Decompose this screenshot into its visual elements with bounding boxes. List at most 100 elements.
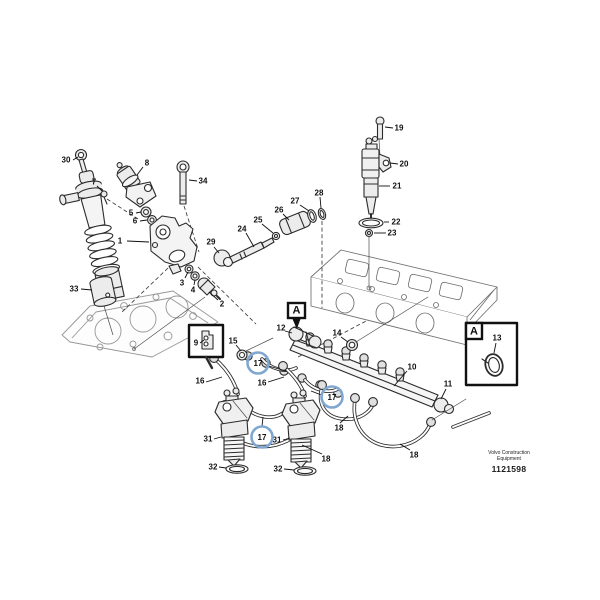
- leader-line-24: [245, 232, 255, 248]
- callout-3[interactable]: 3: [180, 279, 185, 288]
- leader-line-5: [135, 211, 142, 214]
- leader-line-32: [218, 466, 227, 469]
- callout-24[interactable]: 24: [238, 225, 247, 234]
- callout-15[interactable]: 15: [229, 337, 238, 346]
- highlight-ring-17[interactable]: [246, 351, 270, 375]
- callout-23[interactable]: 23: [388, 229, 397, 238]
- callout-22[interactable]: 22: [392, 218, 401, 227]
- detail-view-a: [464, 321, 519, 387]
- clamp-12-drawing: [288, 326, 322, 349]
- leader-line-2: [208, 291, 219, 301]
- callout-28[interactable]: 28: [315, 189, 324, 198]
- leader-line-25: [261, 223, 274, 234]
- watermark: Volvo Construction Equipment 1121598: [469, 450, 549, 474]
- callout-16[interactable]: 16: [258, 379, 267, 388]
- shaft-assembly-drawing: [213, 208, 327, 268]
- callout-17[interactable]: 17: [328, 393, 337, 402]
- leader-line-17: [310, 390, 322, 396]
- leader-line-31: [213, 436, 222, 440]
- view-marker-A: A: [470, 326, 478, 338]
- leader-line-14: [340, 336, 349, 343]
- valve-8-drawing: [116, 162, 157, 225]
- drawing-number: 1121598: [491, 464, 527, 474]
- callout-26[interactable]: 26: [275, 206, 284, 215]
- callout-13[interactable]: 13: [493, 334, 502, 343]
- callout-14[interactable]: 14: [333, 329, 342, 338]
- leader-line-18: [339, 415, 349, 424]
- callout-25[interactable]: 25: [254, 216, 263, 225]
- leader-line-11: [440, 388, 447, 400]
- callout-10[interactable]: 10: [408, 363, 417, 372]
- leader-line-16: [267, 376, 285, 383]
- callout-8[interactable]: 8: [145, 159, 150, 168]
- callout-20[interactable]: 20: [400, 160, 409, 169]
- callout-18[interactable]: 18: [322, 455, 331, 464]
- leader-line-31: [282, 437, 291, 441]
- leader-line-10: [393, 370, 408, 387]
- injector-upper-drawing: [358, 116, 392, 289]
- leader-line-30: [72, 156, 79, 161]
- callout-32[interactable]: 32: [209, 463, 218, 472]
- leader-line-33: [80, 288, 93, 291]
- watermark-brand-line1: Volvo Construction: [488, 450, 530, 456]
- leader-line-28: [319, 196, 322, 209]
- callout-1[interactable]: 1: [118, 237, 123, 246]
- callout-19[interactable]: 19: [395, 124, 404, 133]
- leader-line-15: [235, 344, 242, 352]
- sleeve-33-drawing: [89, 276, 117, 307]
- leader-line-18: [399, 443, 411, 451]
- leader-line-32: [283, 468, 295, 471]
- callout-17[interactable]: 17: [258, 433, 267, 442]
- screw-7-drawing: [100, 190, 108, 198]
- leader-line-9: [199, 339, 205, 344]
- callout-27[interactable]: 27: [291, 197, 300, 206]
- callout-16[interactable]: 16: [196, 377, 205, 386]
- leader-line-7: [96, 185, 103, 192]
- callout-18[interactable]: 18: [410, 451, 419, 460]
- callout-11[interactable]: 11: [444, 380, 453, 389]
- view-marker-box: [464, 321, 484, 341]
- callout-4[interactable]: 4: [191, 286, 196, 295]
- callout-2[interactable]: 2: [220, 300, 225, 309]
- callout-7[interactable]: 7: [92, 178, 97, 187]
- callout-5[interactable]: 5: [129, 209, 134, 218]
- leader-line-1: [126, 240, 150, 243]
- highlight-ring-17[interactable]: [250, 425, 274, 449]
- leader-line-27: [299, 204, 310, 212]
- callout-17[interactable]: 17: [254, 359, 263, 368]
- callout-32[interactable]: 32: [274, 465, 283, 474]
- leader-line-8: [136, 166, 144, 176]
- callout-31[interactable]: 31: [204, 435, 213, 444]
- leader-line-17: [268, 365, 287, 372]
- view-marker-A: A: [293, 305, 301, 317]
- leader-line-13: [493, 342, 497, 354]
- callout-33[interactable]: 33: [70, 285, 79, 294]
- injectors-31-drawing: [214, 387, 321, 476]
- bracket-9-box: [187, 323, 225, 370]
- leader-line-6: [139, 219, 148, 222]
- callout-12[interactable]: 12: [277, 324, 286, 333]
- callout-31[interactable]: 31: [273, 436, 282, 445]
- construction-lines: [103, 198, 369, 358]
- housing-1-drawing: [149, 160, 221, 300]
- leader-line-29: [213, 246, 220, 254]
- callout-9[interactable]: 9: [194, 339, 199, 348]
- callout-21[interactable]: 21: [393, 182, 402, 191]
- leader-line-4: [193, 279, 196, 286]
- highlight-ring-17[interactable]: [320, 385, 344, 409]
- cylinder-head-drawing: [310, 249, 498, 346]
- callout-29[interactable]: 29: [207, 238, 216, 247]
- callout-30[interactable]: 30: [62, 156, 71, 165]
- callout-18[interactable]: 18: [335, 424, 344, 433]
- leader-line-3: [184, 271, 189, 279]
- callout-6[interactable]: 6: [133, 217, 138, 226]
- callout-34[interactable]: 34: [199, 177, 208, 186]
- leader-line-18: [301, 444, 323, 455]
- view-marker-box: [286, 301, 307, 320]
- leader-line-26: [282, 213, 290, 221]
- leader-line-19: [384, 126, 394, 129]
- leader-line-20: [389, 162, 399, 165]
